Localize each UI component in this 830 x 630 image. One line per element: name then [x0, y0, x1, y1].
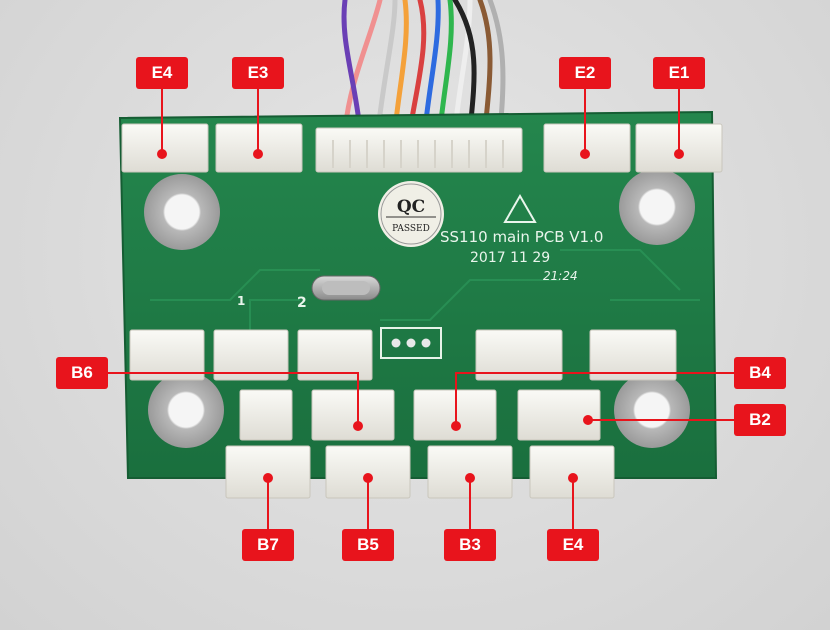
label-b6: B6 — [56, 357, 108, 389]
crystal-oscillator — [311, 275, 381, 301]
label-e1: E1 — [653, 57, 705, 89]
middle-connectors — [129, 329, 677, 381]
esd-symbol — [503, 193, 537, 223]
mark-1: 1 — [237, 294, 245, 308]
label-e3: E3 — [232, 57, 284, 89]
label-e2: E2 — [559, 57, 611, 89]
pcb-board — [118, 110, 718, 479]
label-b4: B4 — [734, 357, 786, 389]
wire-bundle — [341, 0, 506, 133]
qc-passed-text: PASSED — [392, 224, 430, 234]
label-e4-bottom: E4 — [547, 529, 599, 561]
label-b2: B2 — [734, 404, 786, 436]
label-e4-top: E4 — [136, 57, 188, 89]
mark-2: 2 — [297, 295, 307, 311]
board-model-text: SS110 main PCB V1.0 — [440, 228, 603, 246]
top-connectors — [121, 123, 723, 173]
board-time-text: 21:24 — [543, 269, 578, 283]
qc-text: QC — [397, 197, 425, 217]
board-date-text: 2017 11 29 — [470, 250, 550, 266]
bottom-connectors — [225, 445, 615, 499]
led-pad — [380, 327, 442, 359]
qc-sticker: QC PASSED — [378, 181, 444, 247]
mount-holes — [144, 169, 695, 448]
label-b7: B7 — [242, 529, 294, 561]
lower-connectors — [239, 389, 601, 441]
label-b3: B3 — [444, 529, 496, 561]
label-b5: B5 — [342, 529, 394, 561]
callout-lines — [96, 88, 734, 530]
